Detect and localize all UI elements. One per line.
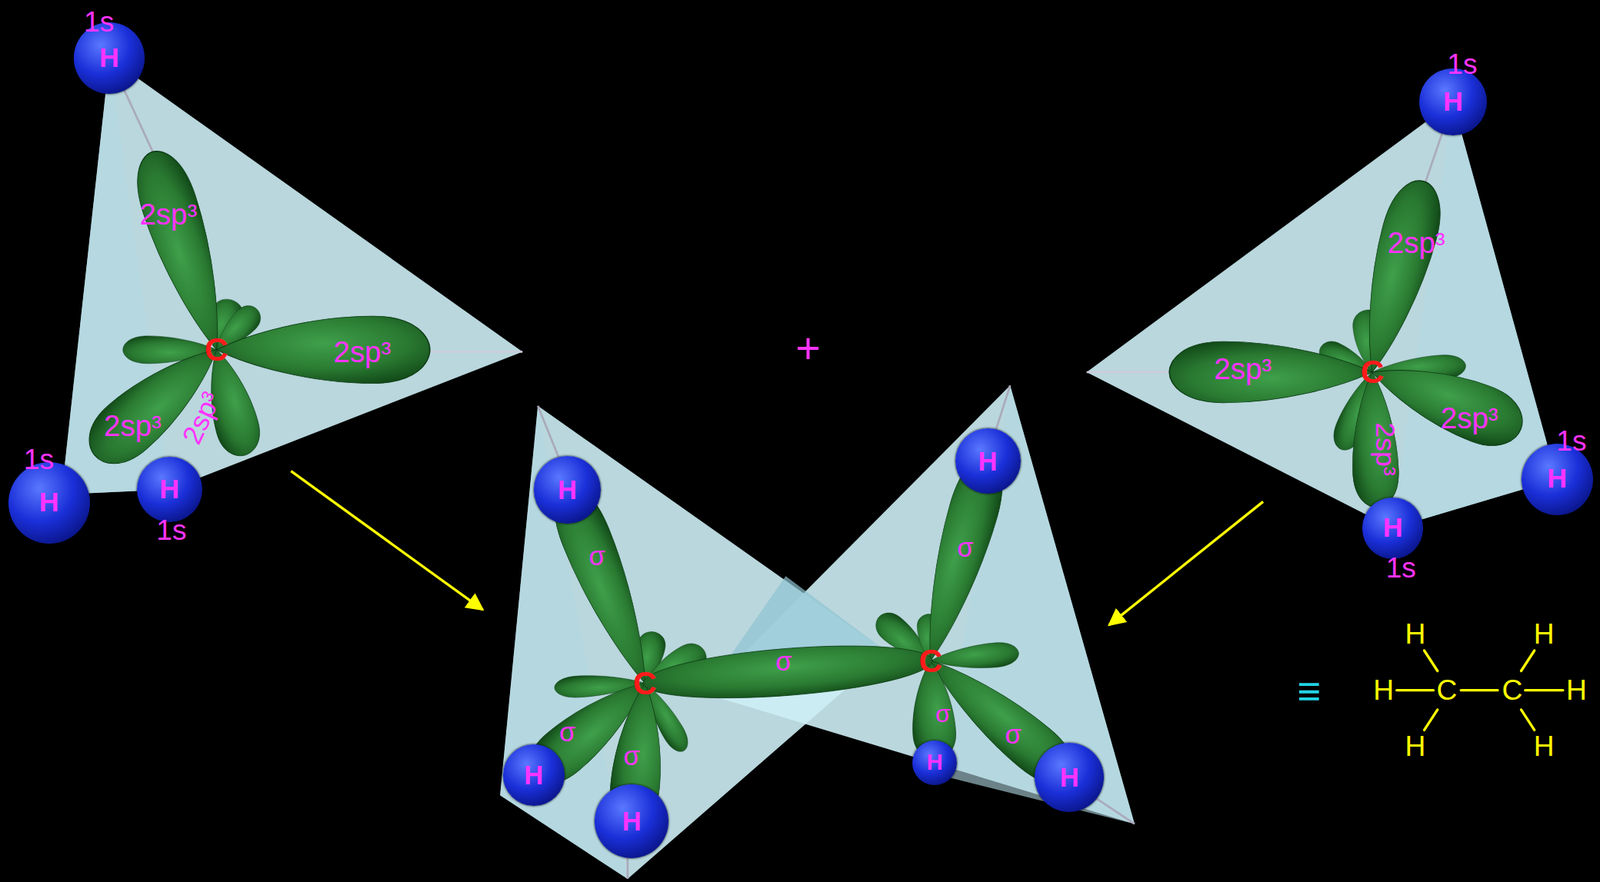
reaction-arrow: [1109, 501, 1264, 625]
formula-bond: [1525, 689, 1564, 692]
hydrogen-atom: 1sH: [73, 22, 146, 94]
orbital-label: 1s: [1386, 553, 1417, 583]
atom-symbol: H: [159, 476, 180, 504]
atom-symbol: H: [978, 447, 998, 474]
orbital-label: 2sp³: [333, 336, 392, 367]
formula-atom: H: [1533, 620, 1555, 650]
formula-bond: [1424, 710, 1438, 731]
orbital-lobe: [76, 327, 237, 478]
sigma-label: σ: [1005, 721, 1022, 748]
atom-symbol: H: [1443, 88, 1464, 117]
bond-stick: [994, 385, 1010, 434]
atom-symbol: H: [99, 44, 120, 73]
carbon-symbol: C: [918, 644, 943, 677]
bond-stick: [1086, 371, 1174, 374]
atom-symbol: H: [1060, 764, 1080, 791]
formula-atom: H: [1566, 676, 1587, 705]
orbital-label: 2sp³: [1213, 354, 1272, 384]
carbon-symbol: C: [633, 667, 657, 700]
sigma-bond-lobe: [641, 637, 934, 707]
sigma-label: σ: [588, 543, 605, 570]
hydrogen-atom: H: [912, 740, 957, 786]
orbital-label: 1s: [23, 446, 54, 475]
orbital-lobe: [1349, 371, 1400, 509]
tetrahedron-face: [61, 58, 523, 496]
hydrogen-atom: H: [594, 784, 669, 859]
carbon-symbol: C: [1360, 356, 1385, 389]
atom-symbol: H: [39, 489, 60, 517]
hydrogen-atom: 1sH: [1521, 443, 1594, 516]
formula-atom: H: [1404, 620, 1426, 650]
hydrogen-atom: H1s: [1362, 497, 1424, 560]
reaction-arrow: [290, 471, 483, 610]
formula-bond: [1424, 650, 1438, 672]
orbital-label: 2sp³: [139, 199, 197, 229]
bond-stick: [423, 350, 524, 354]
orbital-label: 2sp³: [1387, 227, 1446, 257]
atom-symbol: H: [622, 808, 642, 835]
orbital-lobe: [1345, 174, 1450, 380]
bond-stick: [1091, 795, 1135, 824]
orbital-label: 1s: [156, 516, 187, 545]
formula-atom: C: [1436, 676, 1458, 705]
atom-symbol: H: [523, 762, 544, 789]
orbital-label: 2sp³: [1370, 422, 1399, 477]
tetrahedron-face: [703, 385, 1135, 824]
formula-atom: H: [1404, 732, 1426, 761]
sigma-label: σ: [623, 743, 640, 770]
orbital-lobe: [1169, 341, 1373, 404]
atom-symbol: H: [1546, 466, 1567, 494]
hydrogen-atom: H: [1034, 743, 1104, 813]
sigma-label: σ: [559, 719, 576, 746]
formula-bond: [1520, 650, 1534, 672]
sigma-label: σ: [775, 647, 792, 674]
orbital-lobe: [216, 316, 430, 384]
orbital-label: 2sp³: [103, 411, 162, 441]
equivalence-sign: ≡: [1296, 671, 1321, 713]
orbital-label: 2sp³: [1440, 403, 1499, 434]
carbon-symbol: C: [204, 333, 229, 367]
orbital-label: 1s: [1446, 50, 1477, 79]
formula-atom: C: [1502, 676, 1524, 705]
tetrahedron-face: [1086, 102, 1557, 529]
hydrogen-atom: H: [503, 744, 565, 807]
atom-symbol: H: [1383, 514, 1404, 543]
atom-symbol: H: [557, 476, 577, 503]
orbital-lobe: [126, 143, 244, 358]
orbital-label: 1s: [1556, 427, 1587, 457]
hydrogen-atom: H: [533, 456, 602, 524]
formula-bond: [1460, 689, 1498, 692]
bond-stick: [537, 406, 560, 460]
plus-sign: +: [795, 327, 821, 371]
hydrogen-atom: 1sH: [8, 462, 90, 544]
formula-bond: [1520, 710, 1534, 731]
sigma-label: σ: [956, 534, 974, 561]
atom-symbol: H: [926, 752, 944, 775]
hydrogen-atom: H1s: [136, 456, 203, 523]
orbital-label: 1s: [83, 8, 114, 37]
tetrahedron-face: [500, 406, 888, 880]
hydrogen-atom: H: [955, 428, 1021, 494]
formula-atom: H: [1533, 732, 1555, 761]
hydrogen-atom: 1sH: [1419, 68, 1487, 137]
formula-atom: H: [1373, 676, 1394, 705]
formula-bond: [1396, 689, 1434, 692]
sigma-label: σ: [935, 702, 951, 727]
tetrahedron-face: [61, 58, 170, 496]
